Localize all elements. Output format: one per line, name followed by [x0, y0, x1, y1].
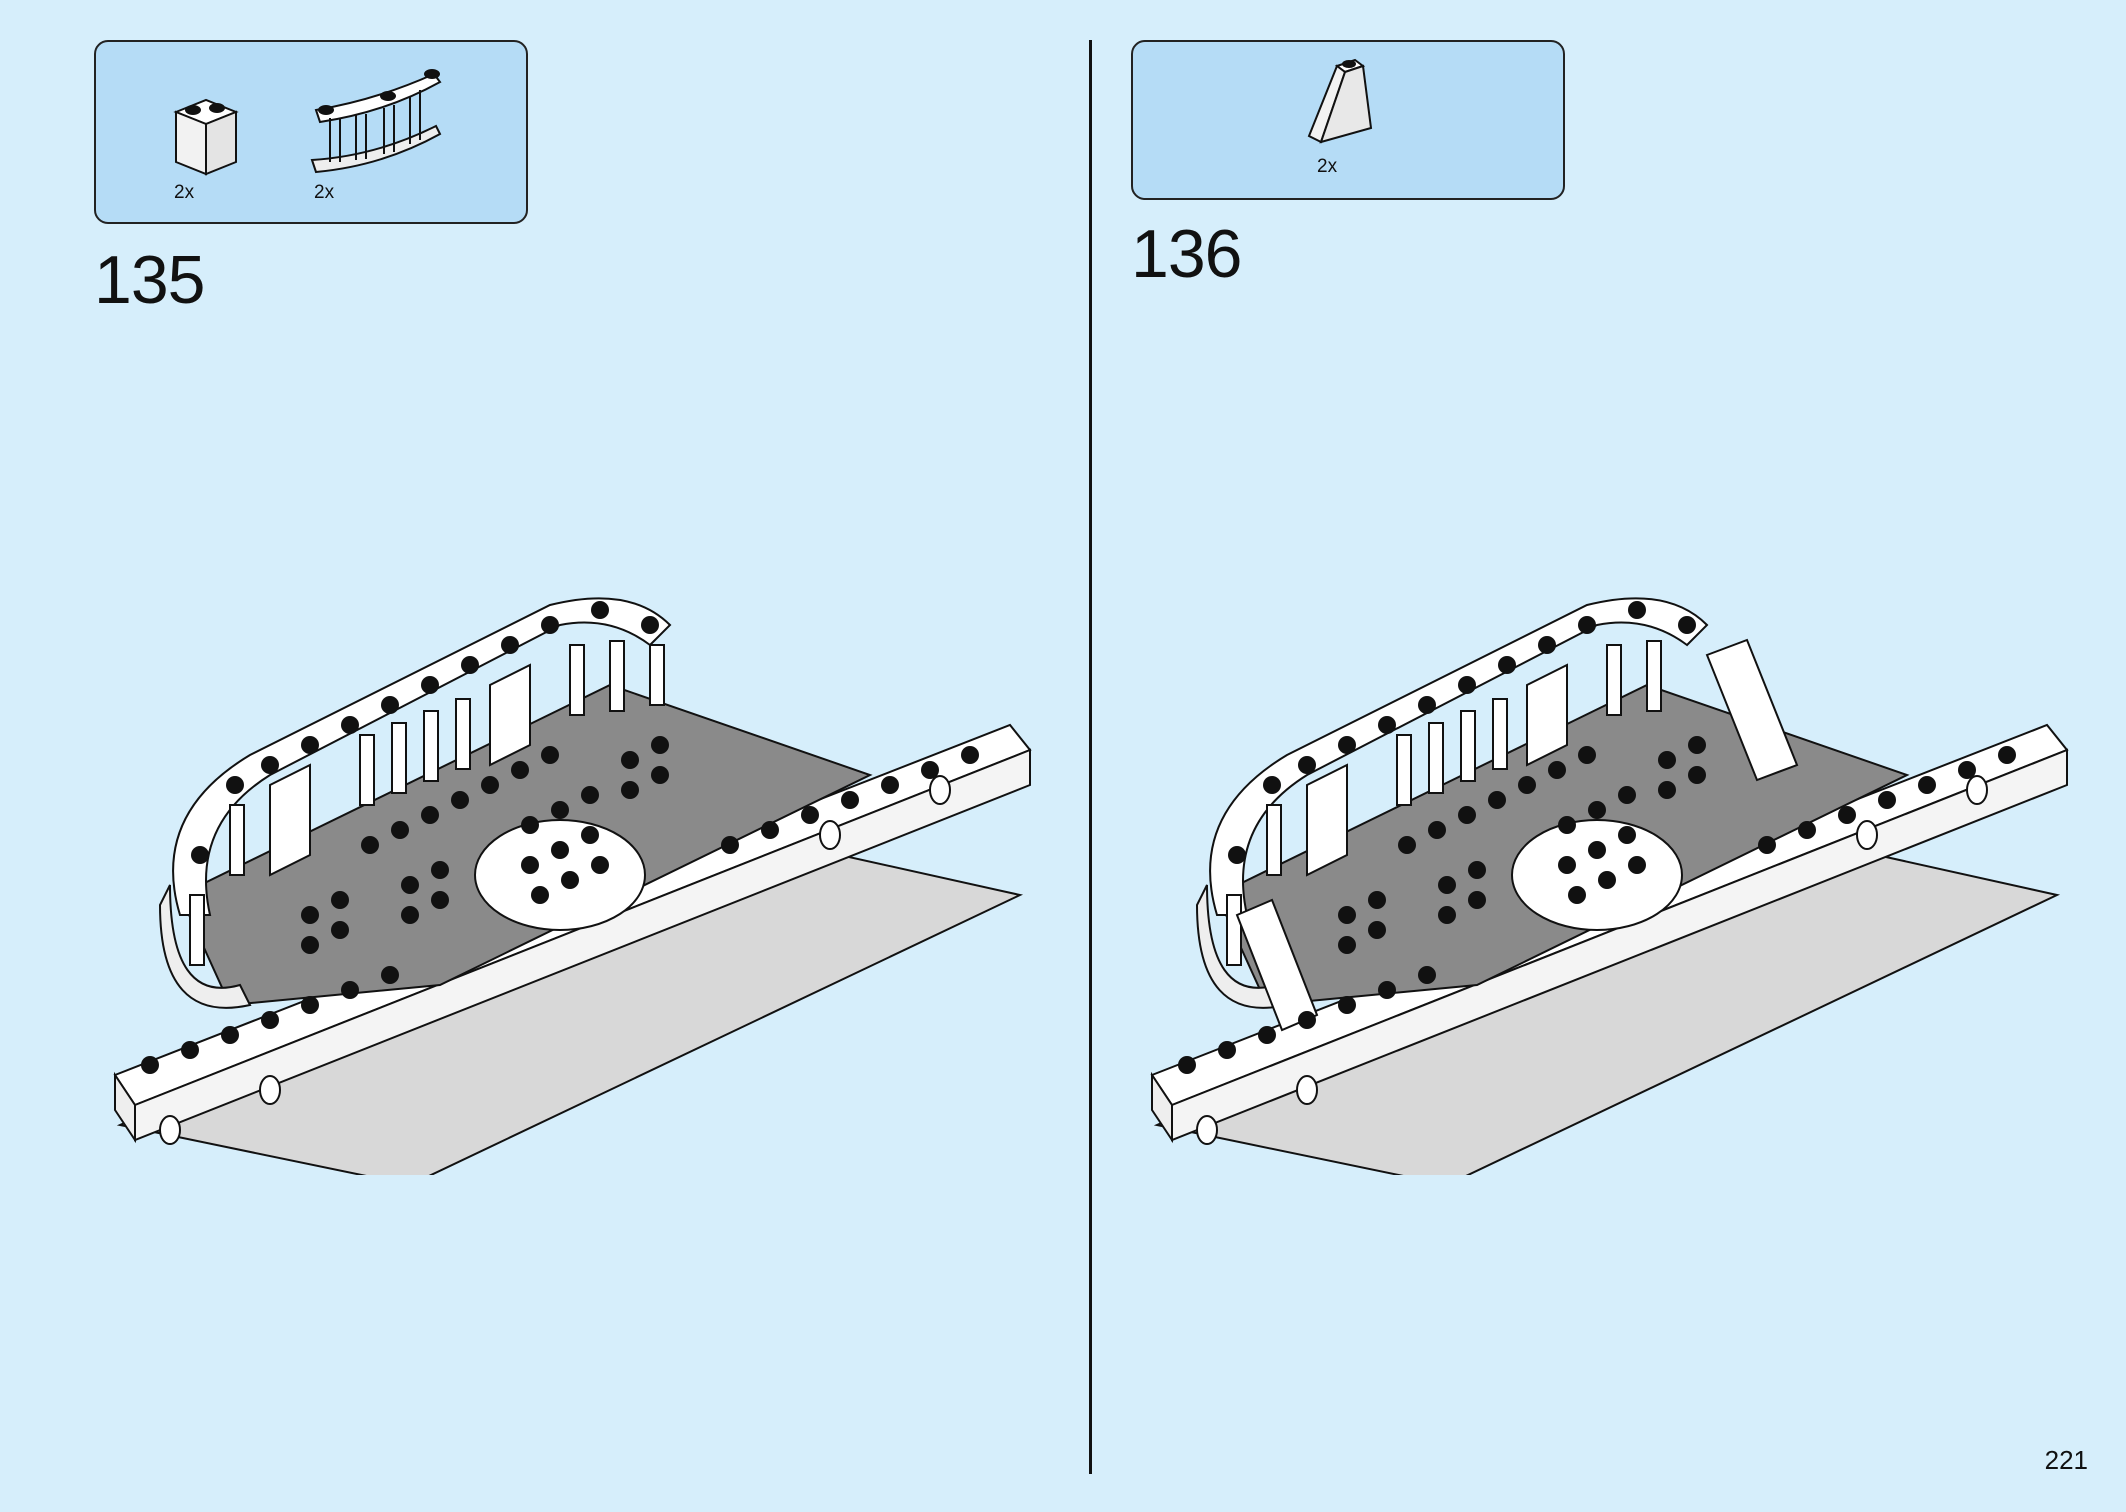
step-136: 2x 136 [1063, 0, 2126, 1512]
slope-brick-icon [1307, 58, 1373, 144]
assembly-model-illustration [1150, 597, 2069, 1187]
page-number: 221 [2044, 1445, 2088, 1475]
assembly-model [1147, 585, 2087, 1187]
part-curved-fence [306, 60, 456, 185]
assembly-model-illustration [113, 597, 1032, 1187]
step-number: 135 [94, 242, 205, 318]
step-135: 2x 2x 135 [94, 40, 1050, 1187]
part-qty: 2x [174, 182, 195, 203]
parts-callout: 2x [1131, 40, 1565, 200]
part-brick-1x2 [166, 82, 246, 187]
parts-callout: 2x 2x [94, 40, 528, 224]
page-divider [1089, 40, 1092, 1474]
part-slope-brick [1301, 58, 1381, 163]
brick-1x2-icon [173, 98, 239, 176]
assembly-model [110, 585, 1050, 1187]
part-qty: 2x [314, 182, 335, 203]
step-number: 136 [1131, 216, 1242, 292]
curved-fence-icon [310, 69, 442, 174]
part-qty: 2x [1317, 156, 1338, 177]
